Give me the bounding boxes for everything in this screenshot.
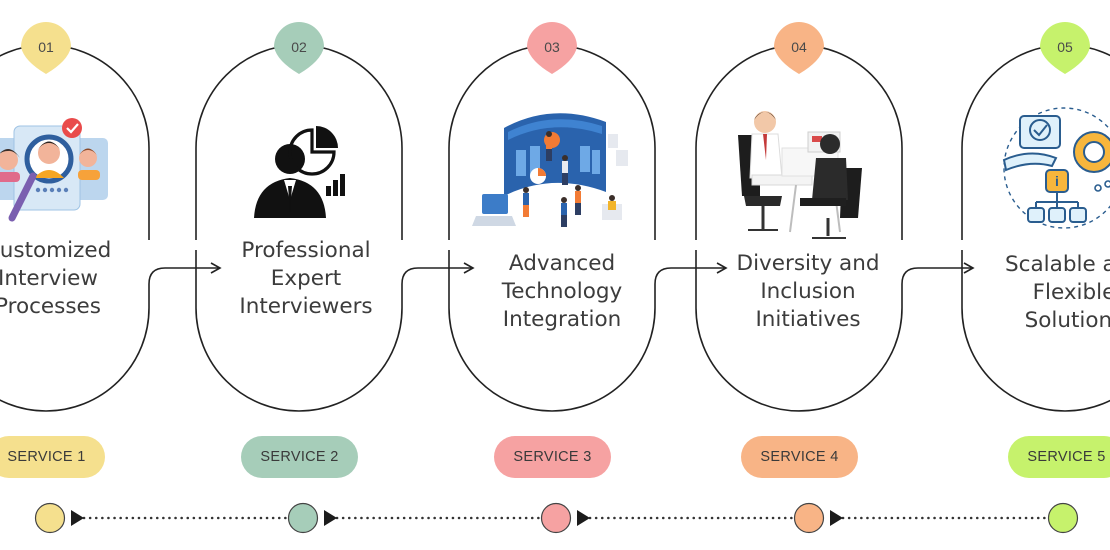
service-title-4: Diversity and Inclusion Initiatives — [736, 251, 880, 332]
service-title-1: Customized Interview Processes — [0, 238, 112, 319]
bowl-3 — [448, 250, 656, 412]
number-marker-2: 02 — [274, 22, 324, 74]
service-label-3: SERVICE 3 — [494, 436, 611, 478]
timeline-arrowhead-3 — [577, 510, 590, 526]
timeline-node-2 — [287, 502, 319, 534]
interview-meeting-icon — [738, 111, 862, 239]
timeline-node-1 — [34, 502, 66, 534]
marker-number: 01 — [38, 39, 54, 55]
bowl-5 — [961, 250, 1110, 412]
service-label-5: SERVICE 5 — [1008, 436, 1110, 478]
service-title-2: Professional Expert Interviewers — [239, 238, 373, 319]
service-label-1: SERVICE 1 — [0, 436, 105, 478]
marker-number: 05 — [1057, 39, 1073, 55]
service-label-2: SERVICE 2 — [241, 436, 358, 478]
bowl-1 — [0, 290, 150, 412]
timeline-node-3 — [540, 502, 572, 534]
bowl-4 — [695, 250, 903, 412]
number-marker-5: 05 — [1040, 22, 1090, 74]
timeline-node-4 — [793, 502, 825, 534]
marker-number: 02 — [291, 39, 307, 55]
number-marker-3: 03 — [527, 22, 577, 74]
marker-number: 03 — [544, 39, 560, 55]
connector-arrow-3 — [654, 262, 728, 290]
info-glyph: i — [1055, 173, 1059, 189]
team-figures — [523, 131, 616, 227]
connector-arrow-2 — [401, 262, 475, 290]
scalable-network-icon: i — [1002, 107, 1110, 229]
service-arches — [0, 44, 1110, 412]
businessman-chart-icon — [254, 126, 345, 218]
number-marker-1: 01 — [21, 22, 71, 74]
data-team-icon — [472, 113, 628, 227]
service-title-5: Scalable and Flexible Solutions — [1005, 252, 1110, 333]
timeline — [34, 502, 1079, 534]
timeline-arrowhead-2 — [324, 510, 337, 526]
connector-arrows — [148, 262, 975, 290]
timeline-arrowhead-1 — [71, 510, 84, 526]
number-marker-4: 04 — [774, 22, 824, 74]
number-markers: 01 02 03 04 05 — [21, 22, 1090, 74]
connector-arrow-4 — [901, 262, 975, 290]
timeline-arrowhead-4 — [830, 510, 843, 526]
bowl-2 — [195, 250, 403, 412]
connector-arrow-1 — [148, 262, 222, 290]
marker-number: 04 — [791, 39, 807, 55]
service-label-4: SERVICE 4 — [741, 436, 858, 478]
timeline-node-5 — [1047, 502, 1079, 534]
arch-4 — [695, 44, 903, 240]
magnifier-candidates-icon — [0, 118, 108, 222]
service-title-3: Advanced Technology Integration — [501, 251, 623, 332]
